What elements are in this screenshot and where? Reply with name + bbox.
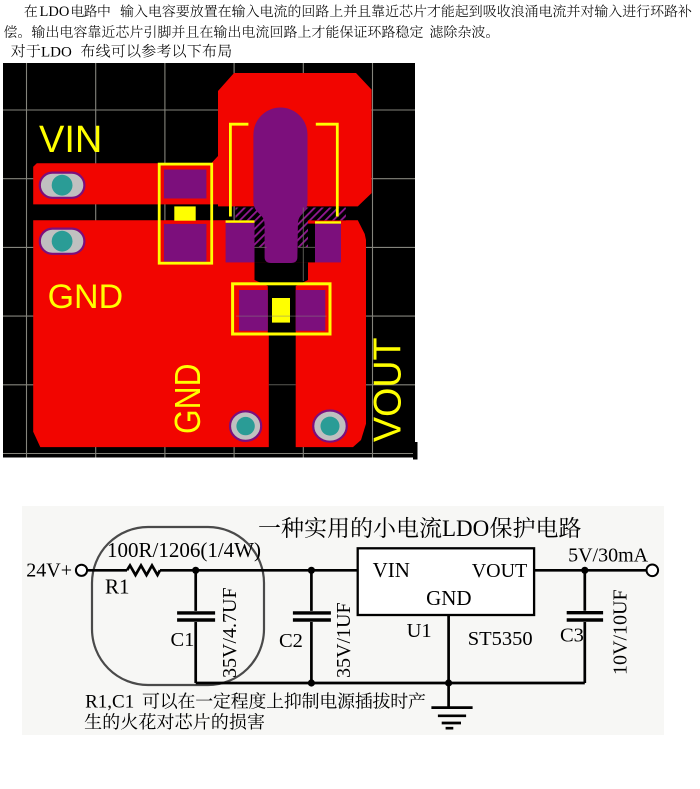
svg-text:LDO: LDO — [41, 44, 72, 60]
svg-text:C3: C3 — [560, 625, 584, 647]
svg-text:GND: GND — [426, 586, 472, 610]
svg-text:R1,C1: R1,C1 — [85, 692, 134, 713]
svg-text:VOUT: VOUT — [472, 560, 528, 582]
svg-text:VIN: VIN — [39, 119, 102, 161]
svg-text:U1: U1 — [407, 620, 432, 642]
svg-text:C2: C2 — [279, 630, 303, 652]
svg-text:ST5350: ST5350 — [468, 628, 533, 650]
svg-text:35V/1UF: 35V/1UF — [333, 602, 355, 678]
svg-text:R1: R1 — [105, 575, 130, 599]
svg-text:GND: GND — [167, 364, 208, 435]
svg-text:5V/30mA: 5V/30mA — [568, 545, 649, 567]
svg-text:35V/4.7UF: 35V/4.7UF — [219, 587, 241, 678]
svg-text:24V+: 24V+ — [26, 560, 72, 582]
svg-text:C1: C1 — [171, 629, 195, 651]
svg-text:LDO: LDO — [40, 4, 70, 20]
svg-text:100R/1206(1/4W): 100R/1206(1/4W) — [107, 538, 261, 562]
svg-text:VOUT: VOUT — [367, 338, 410, 443]
svg-text:LDO: LDO — [442, 516, 489, 541]
svg-text:VIN: VIN — [373, 558, 410, 582]
svg-text:GND: GND — [48, 278, 124, 316]
svg-text:10V/10UF: 10V/10UF — [610, 589, 632, 675]
